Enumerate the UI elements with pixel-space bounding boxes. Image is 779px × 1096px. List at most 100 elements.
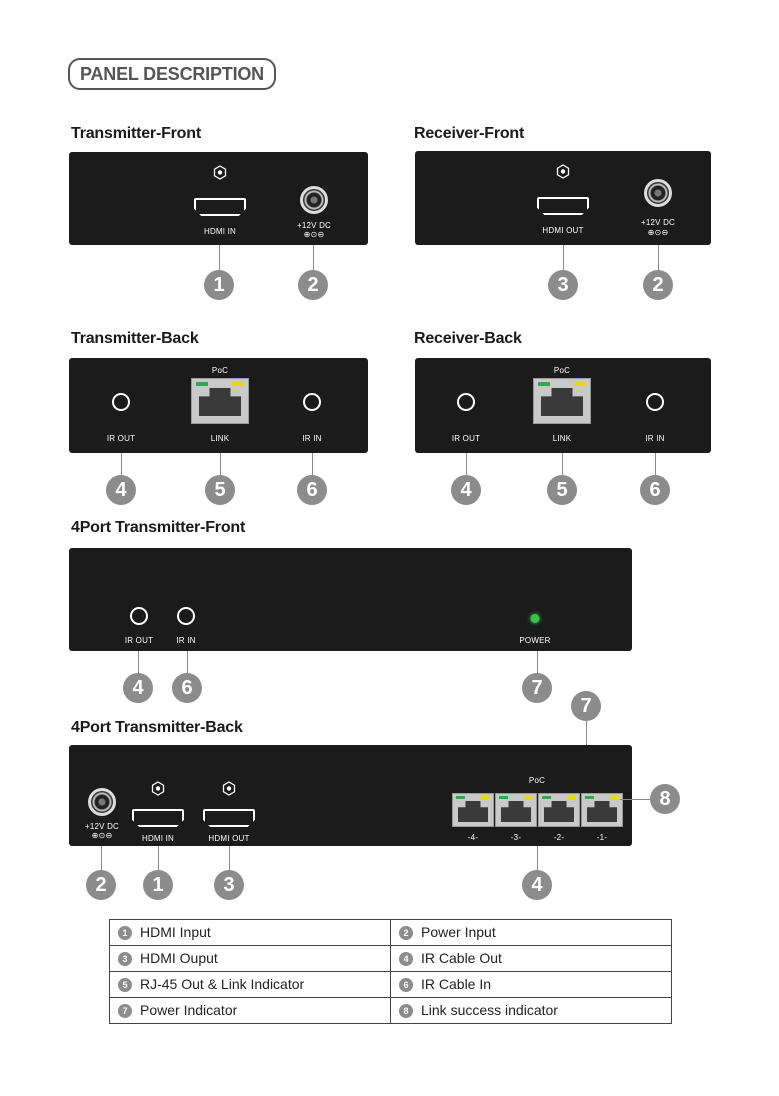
ir-out-label: IR OUT [451,434,481,443]
callout-7: 7 [571,691,601,721]
legend-cell: 8 Link success indicator [390,997,672,1024]
4port-transmitter-back-panel: +12V DC ⊕⊙⊖ HDMI IN HDMI OUT PoC -4- -3-… [69,745,632,846]
legend-cell: 5 RJ-45 Out & Link Indicator [109,971,391,998]
poc-label: PoC [211,366,229,375]
callout-line [537,846,538,870]
legend-cell: 4 IR Cable Out [390,945,672,972]
receiver-front-panel: HDMI OUT +12V DC ⊕⊙⊖ [415,151,711,245]
port-4-label: -4- [467,833,479,842]
section-title-transmitter-front: Transmitter-Front [71,125,201,142]
dc-power-jack [88,788,116,816]
legend-number-badge: 4 [399,951,413,966]
callout-3: 3 [214,870,244,900]
legend-text: Link success indicator [421,1002,558,1019]
callout-5: 5 [547,475,577,505]
dc-label: +12V DC [296,221,332,230]
section-title-4port-transmitter-front: 4Port Transmitter-Front [71,519,246,536]
port-3-label: -3- [510,833,522,842]
legend-number-badge: 8 [399,1003,413,1018]
poc-label: PoC [528,776,546,785]
ir-in-port [177,607,195,625]
callout-1: 1 [204,270,234,300]
callout-8: 8 [650,784,680,814]
ir-in-port [303,393,321,411]
link-led-green [538,382,550,386]
callout-2: 2 [86,870,116,900]
dc-polarity-icon: ⊕⊙⊖ [303,230,325,239]
callout-4: 4 [451,475,481,505]
hdmi-out-port [203,809,255,827]
dc-power-jack [300,186,328,214]
transmitter-back-panel: IR OUT PoC LINK IR IN [69,358,368,453]
callout-line [655,453,656,475]
section-title-transmitter-back: Transmitter-Back [71,330,199,347]
ir-in-label: IR IN [645,434,665,443]
hdmi-out-label: HDMI OUT [208,834,250,843]
hdmi-in-label: HDMI IN [141,834,175,843]
callout-line [229,846,230,870]
callout-line [537,651,538,673]
callout-line [101,846,102,870]
legend-number-badge: 7 [118,1003,132,1018]
power-label: POWER [519,636,551,645]
dc-label: +12V DC [640,218,676,227]
dc-label: +12V DC [84,822,120,831]
callout-7: 7 [522,673,552,703]
rj45-port [191,378,249,424]
callout-6: 6 [640,475,670,505]
port-1-label: -1- [596,833,608,842]
port-2-label: -2- [553,833,565,842]
callout-2: 2 [298,270,328,300]
callout-line [658,245,659,270]
link-label: LINK [552,434,572,443]
hdmi-in-label: HDMI IN [203,227,237,236]
legend-number-badge: 5 [118,977,132,992]
callout-line [220,453,221,475]
dc-power-jack [644,179,672,207]
callout-6: 6 [297,475,327,505]
screw-icon [151,781,165,796]
poc-label: PoC [553,366,571,375]
section-title-receiver-back: Receiver-Back [414,330,522,347]
rj45-port-1 [581,793,623,827]
ir-out-port [112,393,130,411]
callout-line [158,846,159,870]
legend-text: IR Cable In [421,976,492,993]
link-label: LINK [210,434,230,443]
rj45-port-3 [495,793,537,827]
callout-line [219,245,220,270]
link-led-green [196,382,208,386]
hdmi-in-port [194,198,246,216]
hdmi-out-port [537,197,589,215]
callout-4: 4 [522,870,552,900]
rj45-port [533,378,591,424]
callout-line [562,453,563,475]
callout-5: 5 [205,475,235,505]
legend-cell: 1 HDMI Input [109,919,391,946]
4port-transmitter-front-panel: IR OUT IR IN POWER [69,548,632,651]
hdmi-in-port [132,809,184,827]
section-title-receiver-front: Receiver-Front [414,125,525,142]
ir-out-port [457,393,475,411]
callout-line [313,245,314,270]
link-led-yellow [574,382,586,386]
callout-line [312,453,313,475]
ir-in-label: IR IN [302,434,322,443]
ir-out-label: IR OUT [106,434,136,443]
callout-line [563,245,564,270]
callout-line [466,453,467,475]
dc-polarity-icon: ⊕⊙⊖ [91,831,113,840]
screw-icon [556,164,570,179]
legend-number-badge: 1 [118,925,132,940]
screw-icon [213,165,227,180]
legend-text: HDMI Input [140,924,211,941]
legend-text: IR Cable Out [421,950,502,967]
legend-text: RJ-45 Out & Link Indicator [140,976,305,993]
ir-out-port [130,607,148,625]
